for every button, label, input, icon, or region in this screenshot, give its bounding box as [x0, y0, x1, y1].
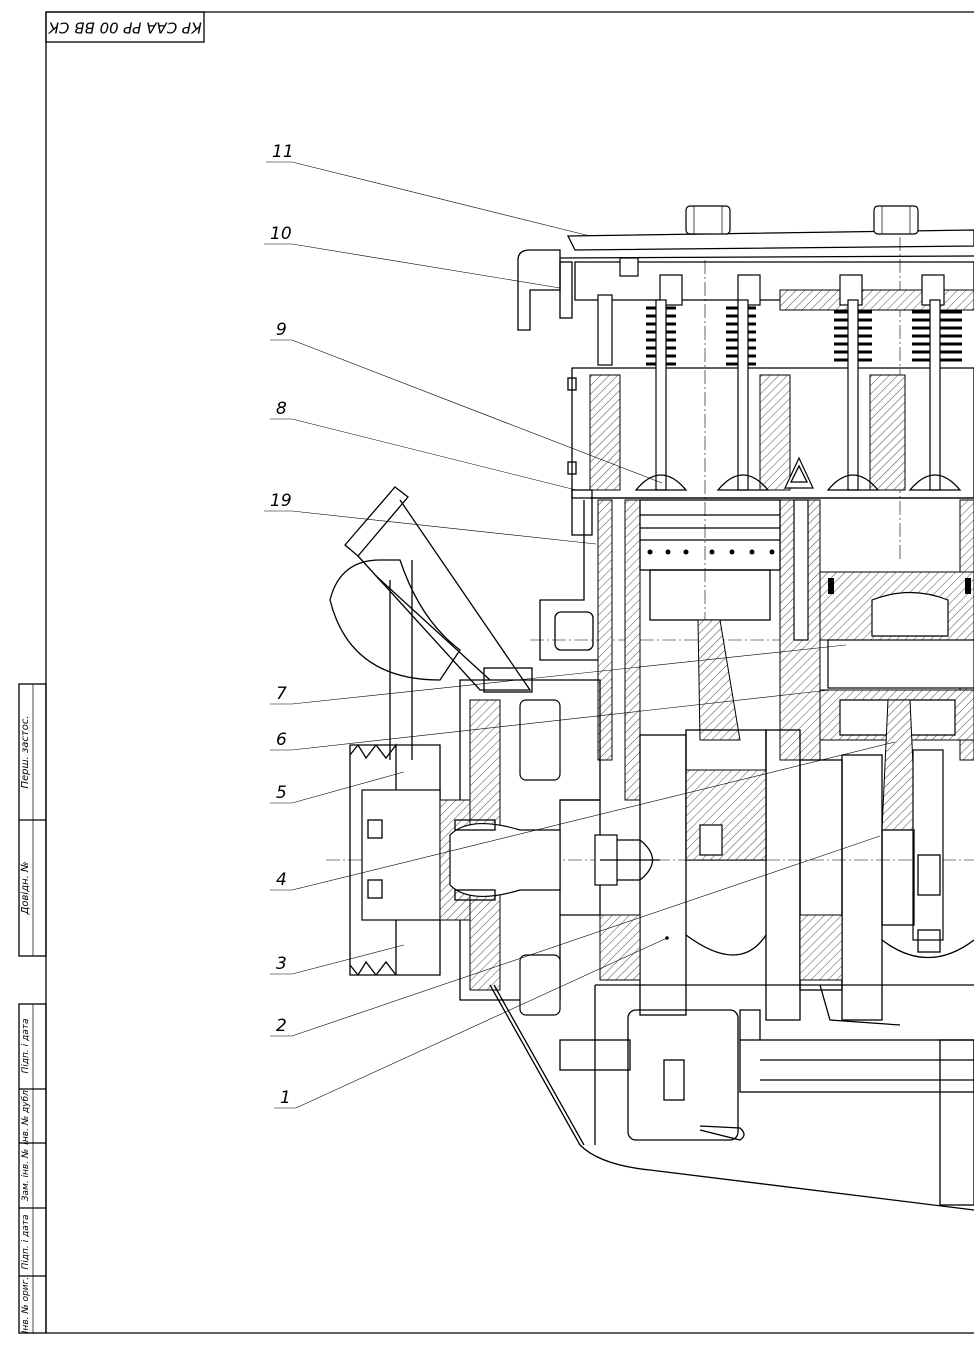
callouts: 11 10 9 8 19 7 6 — [264, 142, 896, 1109]
stamp-first-use: Перш. застос. — [20, 715, 31, 788]
designation-text: КР САА РР 00 ВВ СК — [47, 19, 202, 37]
stamp-dup-inv: Інв. № дубл. — [21, 1087, 31, 1145]
svg-text:3: 3 — [276, 954, 287, 974]
svg-text:9: 9 — [276, 320, 287, 340]
valve-springs — [646, 306, 962, 366]
svg-text:4: 4 — [276, 870, 287, 890]
callout-9: 9 — [270, 320, 663, 484]
svg-text:11: 11 — [272, 142, 294, 162]
stamp-ref-no: Довідн. № — [19, 862, 31, 916]
stamp-sign-date-2: Підп. і дата — [21, 1215, 31, 1270]
callout-4: 4 — [270, 741, 896, 891]
svg-text:1: 1 — [280, 1088, 291, 1108]
callout-7: 7 — [270, 644, 847, 705]
svg-text:10: 10 — [270, 224, 292, 244]
svg-text:19: 19 — [270, 491, 292, 511]
svg-text:8: 8 — [276, 399, 287, 419]
callout-6: 6 — [270, 689, 831, 751]
cylinder-head — [567, 299, 974, 536]
svg-text:7: 7 — [276, 684, 287, 704]
svg-text:2: 2 — [276, 1016, 287, 1036]
callout-2: 2 — [270, 835, 881, 1037]
lower-assembly — [489, 984, 974, 1211]
side-stamp: Перш. застос. Довідн. № Підп. і дата Інв… — [18, 683, 47, 1334]
rocker-area — [574, 257, 974, 366]
intake-pipe — [329, 486, 533, 760]
callout-19: 19 — [264, 491, 597, 545]
designation-box: КР САА РР 00 ВВ СК — [45, 11, 205, 43]
stamp-repl-inv: Зам. інв. № — [21, 1149, 31, 1202]
engine-drawing — [326, 205, 974, 1211]
svg-text:6: 6 — [276, 730, 287, 750]
svg-text:5: 5 — [276, 783, 287, 803]
callout-10: 10 — [264, 224, 561, 289]
callout-8: 8 — [270, 399, 577, 491]
stamp-sign-date-1: Підп. і дата — [21, 1019, 31, 1074]
pistons — [639, 499, 974, 741]
callout-3: 3 — [270, 944, 405, 975]
callout-1: 1 — [274, 936, 669, 1109]
crankshaft — [599, 729, 974, 1021]
crank-pulley — [349, 743, 561, 977]
connecting-rods — [697, 619, 944, 953]
stamp-orig-inv: Інв. № ориг. — [21, 1277, 31, 1333]
callout-5: 5 — [270, 771, 405, 804]
callout-11: 11 — [266, 142, 591, 237]
